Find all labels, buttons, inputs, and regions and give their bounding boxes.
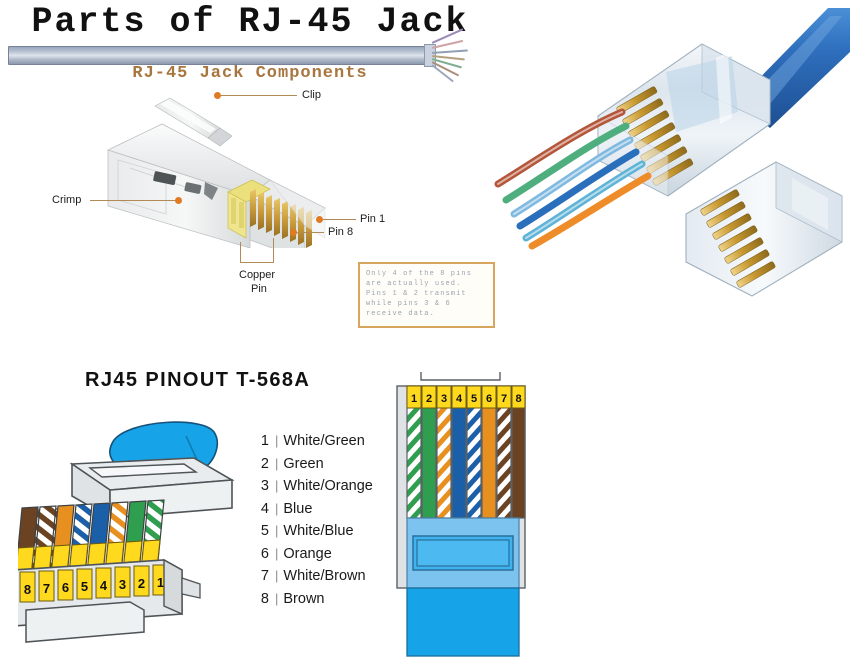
note-line: Pins 1 & 2 transmit: [366, 290, 467, 298]
pin-number: 5: [260, 523, 269, 539]
pin-number: 8: [260, 590, 269, 607]
rj45-connector-photo: [470, 0, 850, 305]
rj45-plug-front-diagram: 1 2 3 4 5 6 7 8: [383, 368, 543, 658]
svg-text:6: 6: [62, 580, 69, 595]
pin-color-name: Blue: [283, 500, 313, 517]
clip-callout-line: [221, 95, 297, 96]
pin-color-name: Orange: [283, 545, 332, 562]
pin-separator: |: [275, 545, 279, 561]
crimp-callout-dot: [175, 197, 182, 204]
pin-number: 1: [260, 433, 269, 449]
pin-number-blocks: 8 7 6 5 4 3 2 1: [19, 564, 169, 603]
pin-color-name: Green: [283, 455, 324, 472]
page-title: Parts of RJ-45 Jack: [31, 2, 469, 42]
components-heading: RJ-45 Jack Components: [132, 64, 368, 83]
list-item: 3 | White/Orange: [258, 475, 388, 498]
pin8-callout-dot: [290, 229, 297, 236]
cable-illustration: [8, 46, 428, 65]
svg-text:6: 6: [486, 393, 492, 405]
jack-svg: [106, 97, 326, 261]
rj45-jack-illustration: [100, 88, 340, 261]
list-item: 7 | White/Brown: [258, 565, 388, 588]
svg-text:2: 2: [138, 576, 145, 591]
crimp-label: Crimp: [52, 194, 82, 206]
pinout-list: 1 | White/Green 2 | Green 3 | White/Oran…: [258, 430, 388, 610]
pin-number: 4: [260, 500, 269, 517]
pin-number: 2: [260, 455, 269, 472]
pin-color-name: Brown: [283, 590, 325, 607]
pin-number: 6: [260, 545, 269, 562]
svg-text:7: 7: [43, 581, 50, 596]
pin-separator: |: [275, 568, 279, 583]
pin-number: 3: [260, 478, 269, 494]
copper-pin-bracket-left: [240, 242, 241, 263]
note-text: Only 4 of the 8 pins are actually used. …: [360, 264, 493, 324]
list-item: 2 | Green: [258, 453, 388, 476]
pin8-callout-line: [297, 232, 324, 233]
note-box: Only 4 of the 8 pins are actually used. …: [358, 262, 495, 328]
copper-pin-label-line2: Pin: [251, 283, 267, 295]
list-item: 8 | Brown: [258, 588, 388, 611]
svg-text:2: 2: [426, 393, 432, 405]
svg-text:1: 1: [411, 393, 417, 405]
svg-text:4: 4: [100, 578, 108, 593]
list-item: 5 | White/Blue: [258, 520, 388, 543]
pin-color-name: White/Brown: [283, 568, 366, 584]
connector-photo-svg: [494, 8, 850, 297]
copper-pin-label-line1: Copper: [239, 269, 276, 281]
note-line: receive data.: [366, 310, 435, 318]
list-item: 6 | Orange: [258, 543, 388, 566]
note-line: while pins 3 & 6: [366, 300, 451, 308]
svg-text:8: 8: [515, 393, 521, 405]
pin-separator: |: [275, 433, 279, 448]
copper-pin-bracket-right: [273, 238, 274, 263]
pin8-label: Pin 8: [328, 226, 354, 238]
pin-separator: |: [275, 523, 279, 538]
pinout-title: RJ45 PINOUT T-568A: [85, 369, 311, 391]
pin1-callout-dot: [316, 216, 323, 223]
pin-separator: |: [275, 478, 279, 493]
svg-text:3: 3: [119, 577, 126, 592]
clip-label: Clip: [302, 89, 321, 101]
plug-front-svg: 1 2 3 4 5 6 7 8: [396, 372, 526, 657]
svg-text:4: 4: [456, 393, 463, 405]
svg-text:3: 3: [441, 393, 447, 405]
pin1-label: Pin 1: [360, 213, 386, 225]
list-item: 4 | Blue: [258, 498, 388, 521]
svg-text:1: 1: [157, 575, 164, 590]
pin-color-name: White/Green: [283, 433, 365, 449]
plug-pin-caps: 1 2 3 4 5 6 7 8: [406, 385, 526, 409]
jack-3d-svg: 8 7 6 5 4 3 2 1: [18, 421, 235, 643]
svg-text:7: 7: [501, 393, 507, 405]
svg-text:8: 8: [24, 582, 31, 597]
pin-separator: |: [275, 590, 279, 606]
svg-text:5: 5: [471, 393, 477, 405]
rj45-jack-3d-diagram: 8 7 6 5 4 3 2 1: [18, 418, 258, 648]
pin-separator: |: [275, 500, 279, 516]
copper-pin-bracket-bottom: [240, 262, 274, 263]
pin-color-name: White/Orange: [283, 478, 373, 494]
clip-callout-dot: [214, 92, 221, 99]
note-line: are actually used.: [366, 280, 462, 288]
pin-number: 7: [260, 568, 269, 584]
crimp-callout-line: [90, 200, 175, 201]
pin-separator: |: [275, 455, 279, 471]
svg-text:5: 5: [81, 579, 88, 594]
pin-color-name: White/Blue: [283, 523, 354, 539]
list-item: 1 | White/Green: [258, 430, 388, 453]
pin1-callout-line: [323, 219, 356, 220]
note-line: Only 4 of the 8 pins: [366, 270, 473, 278]
